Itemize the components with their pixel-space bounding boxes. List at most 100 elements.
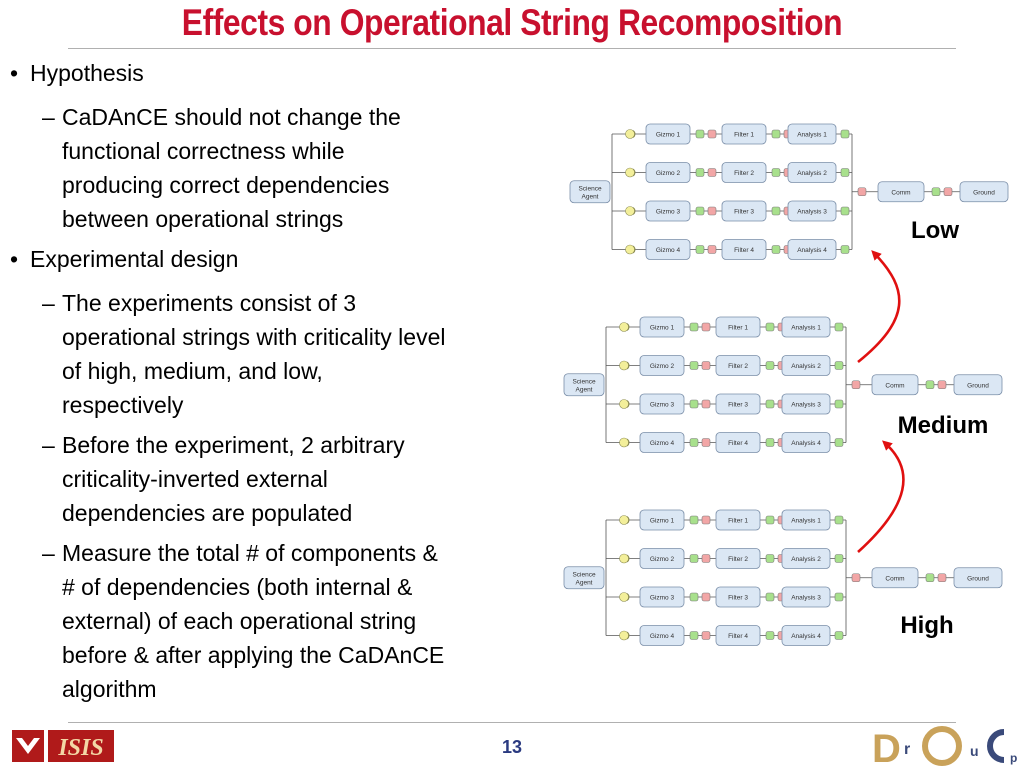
comm-box bbox=[877, 181, 925, 203]
input-facet-icon bbox=[625, 167, 635, 178]
science-agent-box-label: Science bbox=[578, 185, 602, 192]
input-facet-icon-arc bbox=[626, 554, 630, 563]
filter-box bbox=[715, 355, 761, 376]
analysis-box bbox=[787, 123, 837, 145]
comm-box bbox=[871, 374, 919, 396]
input-facet-icon-arc bbox=[626, 631, 630, 640]
ground-box bbox=[959, 181, 1009, 203]
filter-box bbox=[715, 393, 761, 415]
science-agent-box bbox=[563, 373, 605, 397]
bullet-dot: • bbox=[10, 60, 19, 86]
comm-box-label: Comm bbox=[885, 382, 904, 389]
ground-box bbox=[953, 567, 1003, 589]
output-port-icon bbox=[689, 361, 699, 370]
input-port-icon bbox=[701, 515, 711, 525]
input-facet-icon bbox=[619, 437, 629, 448]
sub-bullet-dash: – bbox=[42, 104, 55, 130]
logo-c-icon bbox=[987, 729, 1005, 763]
footer-divider bbox=[68, 722, 956, 723]
gizmo-box-label: Gizmo 1 bbox=[650, 518, 675, 525]
input-port-icon bbox=[707, 168, 717, 177]
output-port-icon bbox=[765, 631, 775, 640]
gizmo-box bbox=[639, 393, 685, 415]
doc-group-logo: D r u p bbox=[872, 726, 1017, 766]
input-port-icon bbox=[701, 361, 711, 370]
gizmo-box bbox=[639, 586, 685, 608]
analysis-box-label: Analysis 2 bbox=[797, 170, 827, 177]
gizmo-box-label: Gizmo 2 bbox=[650, 363, 675, 370]
analysis-box bbox=[781, 625, 831, 646]
analysis-box-label: Analysis 1 bbox=[791, 518, 821, 525]
science-agent-box-label: Agent bbox=[576, 386, 593, 393]
output-port-icon bbox=[771, 206, 781, 216]
bullet-design-text: Experimental design bbox=[30, 246, 239, 272]
filter-box-label: Filter 2 bbox=[734, 170, 754, 177]
input-facet-icon bbox=[625, 244, 635, 255]
gizmo-box bbox=[639, 355, 685, 376]
output-port-icon bbox=[834, 361, 844, 370]
filter-box-label: Filter 3 bbox=[734, 209, 754, 216]
sub-bullet-design-3: – Measure the total # of components & # … bbox=[10, 536, 550, 706]
filter-box bbox=[721, 239, 767, 260]
input-port-icon bbox=[851, 573, 861, 583]
arrow-high-to-medium bbox=[857, 440, 905, 553]
output-port-icon bbox=[834, 515, 844, 525]
filter-box-label: Filter 3 bbox=[728, 402, 748, 409]
output-port-icon bbox=[771, 245, 781, 254]
input-facet-icon-arc bbox=[626, 516, 630, 524]
gizmo-box-label: Gizmo 3 bbox=[650, 595, 675, 602]
sub-bullet-line: external) of each operational string bbox=[62, 608, 417, 634]
output-port-icon bbox=[840, 245, 850, 254]
output-port-icon bbox=[695, 129, 705, 139]
gizmo-box-label: Gizmo 2 bbox=[656, 170, 681, 177]
output-port-icon bbox=[840, 206, 850, 216]
sub-bullet-line: functional correctness while bbox=[62, 138, 345, 164]
input-facet-icon-arc bbox=[626, 593, 630, 601]
filter-box-label: Filter 2 bbox=[728, 363, 748, 370]
filter-box bbox=[721, 123, 767, 145]
analysis-box bbox=[787, 239, 837, 260]
output-port-icon bbox=[765, 592, 775, 602]
sub-bullet-line: of high, medium, and low, bbox=[62, 358, 323, 384]
output-port-icon bbox=[925, 380, 935, 390]
sub-bullet-line: The experiments consist of 3 bbox=[62, 290, 357, 316]
gizmo-box bbox=[639, 509, 685, 531]
filter-box bbox=[715, 625, 761, 646]
input-port-icon bbox=[701, 322, 711, 332]
gizmo-box-label: Gizmo 1 bbox=[656, 132, 681, 139]
ground-box-label: Ground bbox=[967, 575, 989, 582]
input-port-icon bbox=[937, 380, 947, 390]
sub-bullet-line: respectively bbox=[62, 392, 184, 418]
input-facet-icon bbox=[619, 399, 629, 409]
input-port-icon bbox=[707, 206, 717, 216]
sub-bullet-line: criticality-inverted external bbox=[62, 466, 328, 492]
sub-bullet-dash: – bbox=[42, 540, 55, 566]
gizmo-box bbox=[645, 239, 691, 260]
output-port-icon bbox=[689, 592, 699, 602]
input-port-icon bbox=[707, 129, 717, 139]
logo-letter-r: r bbox=[904, 741, 910, 758]
analysis-box bbox=[787, 200, 837, 222]
output-port-icon bbox=[765, 399, 775, 409]
analysis-box bbox=[787, 162, 837, 183]
analysis-box-label: Analysis 2 bbox=[791, 556, 821, 563]
arrow-medium-to-low bbox=[857, 250, 901, 364]
title-divider bbox=[68, 48, 956, 49]
sub-bullet-line: Before the experiment, 2 arbitrary bbox=[62, 432, 405, 458]
filter-box bbox=[721, 200, 767, 222]
output-port-icon bbox=[834, 399, 844, 409]
output-port-icon bbox=[771, 129, 781, 139]
analysis-box bbox=[781, 316, 831, 338]
input-facet-icon bbox=[625, 129, 635, 139]
logo-letter-p: p bbox=[1010, 751, 1017, 765]
gizmo-box bbox=[645, 200, 691, 222]
sub-bullet-dash: – bbox=[42, 290, 55, 316]
gizmo-box-label: Gizmo 3 bbox=[656, 209, 681, 216]
filter-box bbox=[721, 162, 767, 183]
output-port-icon bbox=[695, 245, 705, 254]
analysis-box bbox=[781, 548, 831, 569]
output-port-icon bbox=[834, 554, 844, 563]
input-port-icon bbox=[937, 573, 947, 583]
output-port-icon bbox=[695, 168, 705, 177]
